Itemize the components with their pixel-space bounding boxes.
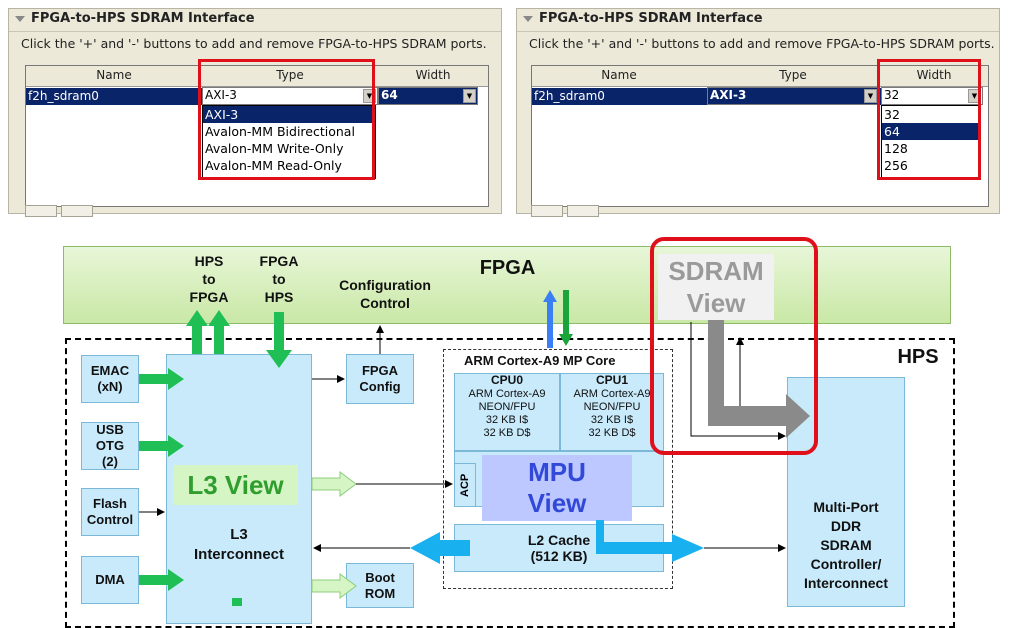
- add-port-button[interactable]: [25, 205, 57, 217]
- arm-core-group: [443, 349, 673, 589]
- column-header-width[interactable]: Width: [378, 66, 488, 87]
- peripheral-arrows: [139, 368, 242, 606]
- fpga-label: FPGA: [479, 257, 536, 279]
- dropdown-option[interactable]: 32: [884, 107, 900, 122]
- dropdown-option[interactable]: 64: [882, 123, 980, 140]
- column-header-type[interactable]: Type: [202, 66, 379, 87]
- remove-port-button[interactable]: [61, 205, 93, 217]
- type-select[interactable]: AXI-3▼: [707, 87, 879, 105]
- hps-label: HPS: [897, 346, 939, 368]
- diagram-connectors: [139, 290, 810, 606]
- collapse-triangle-icon[interactable]: [523, 15, 533, 22]
- cpu1-block: CPU1 ARM Cortex-A9 NEON/FPU 32 KB I$ 32 …: [560, 373, 664, 451]
- chevron-down-icon[interactable]: ▼: [864, 89, 877, 103]
- column-header-type[interactable]: Type: [706, 66, 881, 87]
- dma-block: DMA: [81, 556, 139, 604]
- fpga-region: [63, 246, 951, 324]
- width-dropdown-list: 32 64 128 256: [881, 105, 981, 179]
- sdram-view-arrow: [708, 320, 810, 438]
- row-name: f2h_sdram0: [534, 89, 605, 103]
- add-port-button[interactable]: [531, 205, 563, 217]
- width-select[interactable]: 64▼: [378, 87, 478, 105]
- dropdown-option[interactable]: AXI-3: [203, 106, 375, 123]
- arm-core-title: ARM Cortex-A9 MP Core: [464, 353, 616, 368]
- mpu-view-label: MPU View: [482, 455, 632, 521]
- left-dialog-title[interactable]: FPGA-to-HPS SDRAM Interface: [9, 9, 501, 32]
- configuration-control-label: Configuration Control: [339, 277, 431, 311]
- dropdown-option[interactable]: 256: [884, 158, 908, 173]
- sdram-view-label: SDRAM View: [658, 254, 774, 320]
- left-sdram-dialog: FPGA-to-HPS SDRAM Interface Click the '+…: [8, 8, 502, 217]
- fpga-to-hps-arrow: [266, 312, 292, 368]
- collapse-triangle-icon[interactable]: [15, 15, 25, 22]
- green-down-arrow: [559, 290, 573, 346]
- left-dialog-description: Click the '+' and '-' buttons to add and…: [21, 36, 487, 51]
- hps-to-fpga-arrows: [186, 310, 230, 354]
- hps-to-fpga-label: HPS to FPGA: [189, 253, 229, 305]
- column-header-name[interactable]: Name: [532, 66, 707, 87]
- l3-view-label: L3 View: [173, 465, 298, 505]
- fpga-to-hps-label: FPGA to HPS: [259, 253, 299, 305]
- cpu0-block: CPU0 ARM Cortex-A9 NEON/FPU 32 KB I$ 32 …: [454, 373, 560, 451]
- row-name: f2h_sdram0: [28, 89, 99, 103]
- type-dropdown-list: AXI-3 Avalon-MM Bidirectional Avalon-MM …: [202, 105, 376, 179]
- column-header-name[interactable]: Name: [26, 66, 203, 87]
- remove-port-button[interactable]: [567, 205, 599, 217]
- l2-to-sdram-arrow: [596, 520, 704, 562]
- sdram-view-highlight-box: [650, 237, 818, 455]
- type-highlight-box: [198, 59, 375, 180]
- dropdown-option[interactable]: Avalon-MM Bidirectional: [205, 124, 355, 139]
- dropdown-option[interactable]: Avalon-MM Read-Only: [205, 158, 342, 173]
- type-select[interactable]: AXI-3▼: [202, 87, 378, 105]
- blue-up-arrow: [543, 290, 557, 348]
- l2-to-l3-arrow: [410, 532, 470, 564]
- column-header-width[interactable]: Width: [880, 66, 988, 87]
- right-sdram-dialog: FPGA-to-HPS SDRAM Interface Click the '+…: [516, 8, 1000, 217]
- right-dialog-title[interactable]: FPGA-to-HPS SDRAM Interface: [517, 9, 999, 32]
- width-select[interactable]: 32▼: [881, 87, 983, 105]
- pale-arrows: [311, 471, 357, 599]
- emac-block: EMAC(xN): [81, 355, 139, 403]
- dropdown-option[interactable]: Avalon-MM Write-Only: [205, 141, 344, 156]
- table-row[interactable]: f2h_sdram0: [26, 88, 206, 105]
- chevron-down-icon[interactable]: ▼: [463, 89, 476, 103]
- right-dialog-description: Click the '+' and '-' buttons to add and…: [529, 36, 995, 51]
- dropdown-option[interactable]: 128: [884, 141, 908, 156]
- width-highlight-box: [877, 59, 981, 180]
